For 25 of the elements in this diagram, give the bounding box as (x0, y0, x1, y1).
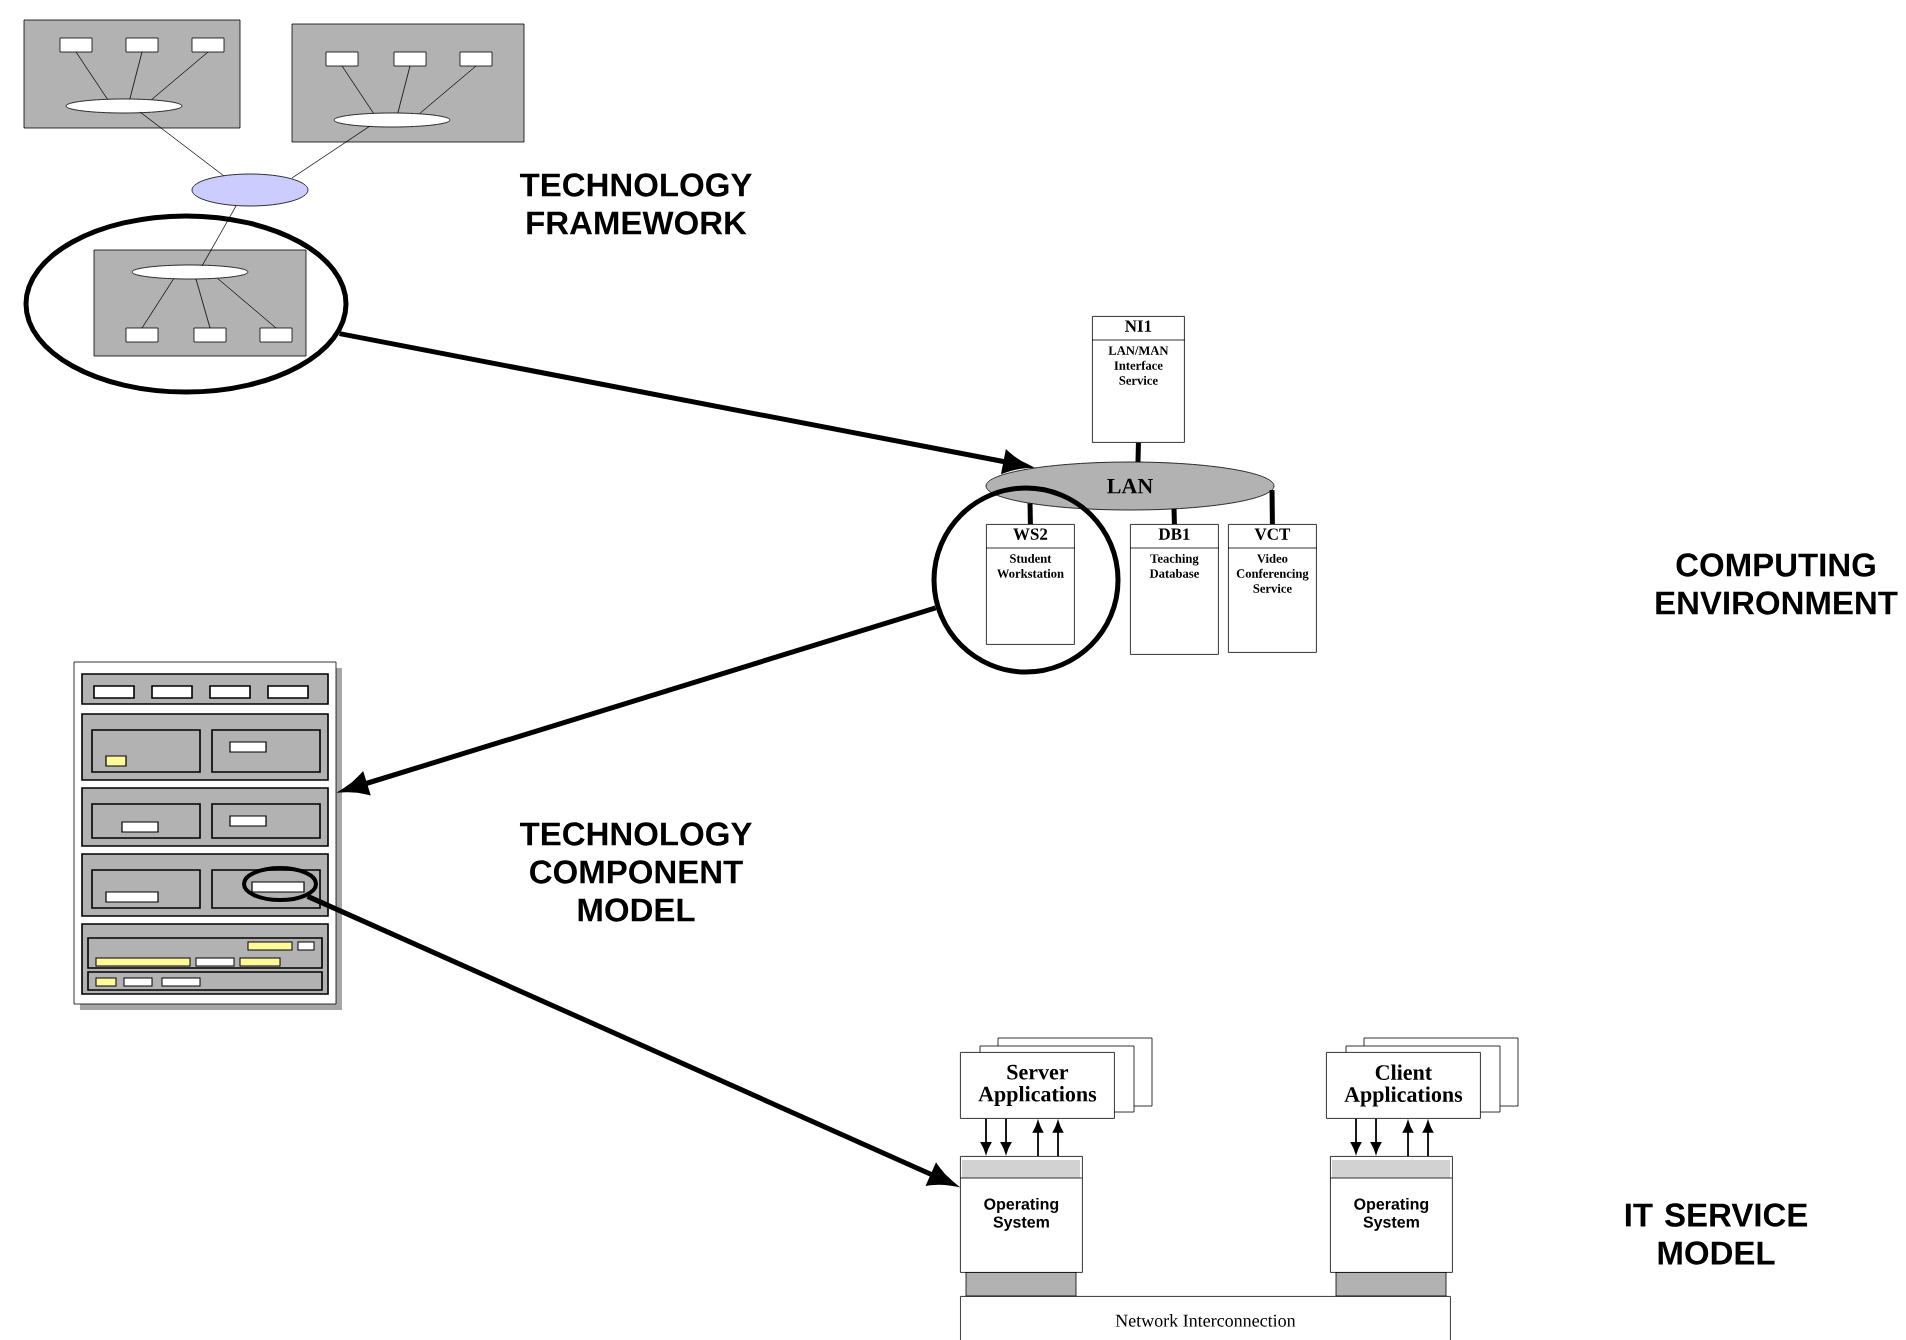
arrow (1052, 1121, 1064, 1157)
operating-system-box: Operating System (1329, 1156, 1453, 1297)
arrow (1370, 1117, 1382, 1154)
connector-line (1027, 503, 1033, 525)
highlight-ellipse (242, 866, 318, 902)
section-title: COMPUTING ENVIRONMENT (1656, 553, 1898, 615)
operating-system-box: Operating System (959, 1156, 1083, 1297)
arrow (1032, 1121, 1044, 1157)
arrow (1402, 1121, 1414, 1157)
arrow (1350, 1117, 1362, 1154)
connector-line (1171, 508, 1177, 525)
connector-line (1269, 489, 1275, 525)
highlight-ellipse (23, 213, 349, 395)
application-stack: Client Applications (1326, 1037, 1519, 1119)
arrow (1422, 1121, 1434, 1157)
network-box: Network Interconnection (960, 1296, 1451, 1340)
arrow (1000, 1117, 1012, 1154)
arrow (980, 1117, 992, 1154)
application-stack: Server Applications (960, 1037, 1153, 1119)
component-model-drawing (73, 661, 342, 1010)
section-title: IT SERVICE MODEL (1625, 1203, 1808, 1265)
section-title: TECHNOLOGY FRAMEWORK (519, 173, 752, 235)
section-title: TECHNOLOGY COMPONENT MODEL (519, 822, 752, 922)
arrow (306, 894, 954, 1186)
connector-line (1135, 442, 1141, 463)
